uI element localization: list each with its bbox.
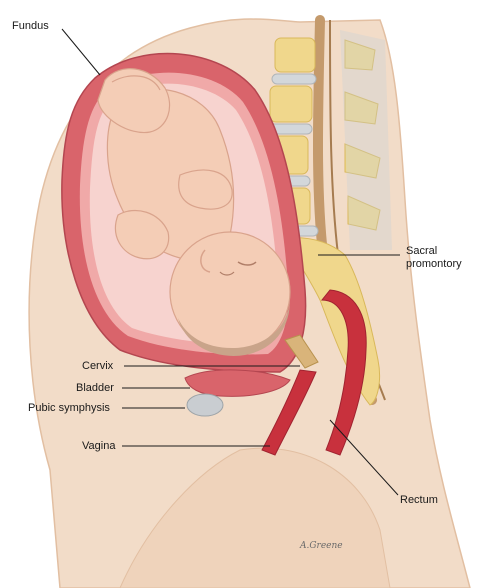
pubic-symphysis [186,393,224,417]
spinous-processes [344,39,381,231]
vertebra [269,85,313,123]
fetus-foot [111,75,161,91]
fetus-mouth [219,271,235,276]
leader-fundus [61,28,101,76]
label-bladder: Bladder [76,382,114,394]
fetus-arm [114,209,170,260]
fetus-ear [200,249,211,273]
fetus-hair [178,300,290,356]
thigh-fold [119,447,391,588]
vagina [261,369,317,456]
spinal-ligament [340,30,392,250]
label-cervix: Cervix [82,360,114,372]
label-vagina: Vagina [82,440,116,452]
fetus [97,68,291,356]
cervix [284,334,319,369]
fetus-eye [237,261,257,266]
label-fundus: Fundus [12,20,49,32]
bladder [184,369,291,397]
disc [271,73,317,85]
label-pubic-symphysis: Pubic symphysis [28,402,110,414]
rectum [320,289,367,456]
fetus-arm [178,169,233,210]
leader-rectum [329,419,399,496]
artist-signature: A.Greene [299,541,343,551]
label-rectum: Rectum [400,494,438,506]
label-sacral-promontory: Sacral promontory [406,245,462,270]
spine [261,15,392,406]
fetus-leg [97,68,171,134]
vertebra [274,37,316,73]
